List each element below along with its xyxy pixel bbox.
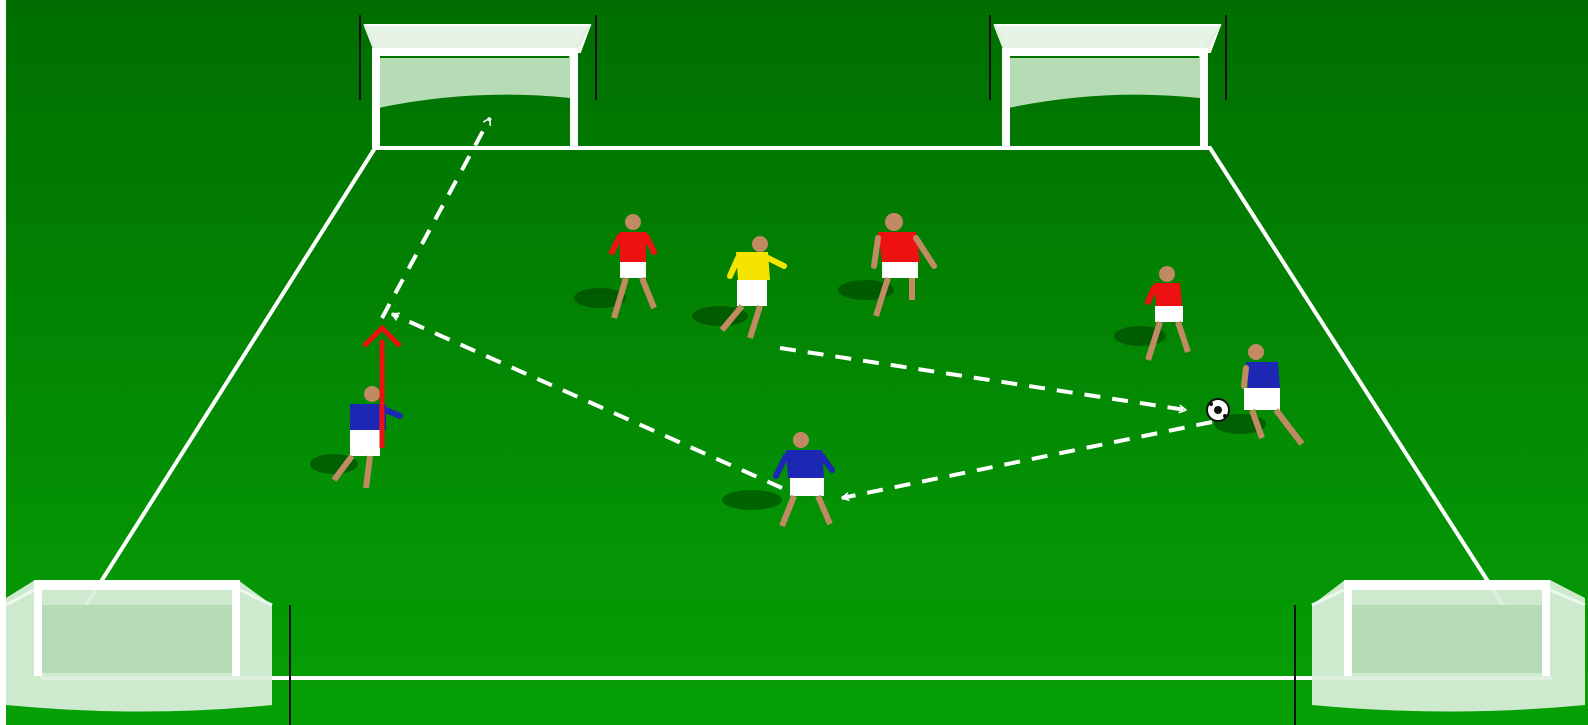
soccer-ball-icon <box>1207 399 1229 421</box>
goal-near-right <box>1295 580 1585 725</box>
goal-near-left <box>6 580 290 725</box>
